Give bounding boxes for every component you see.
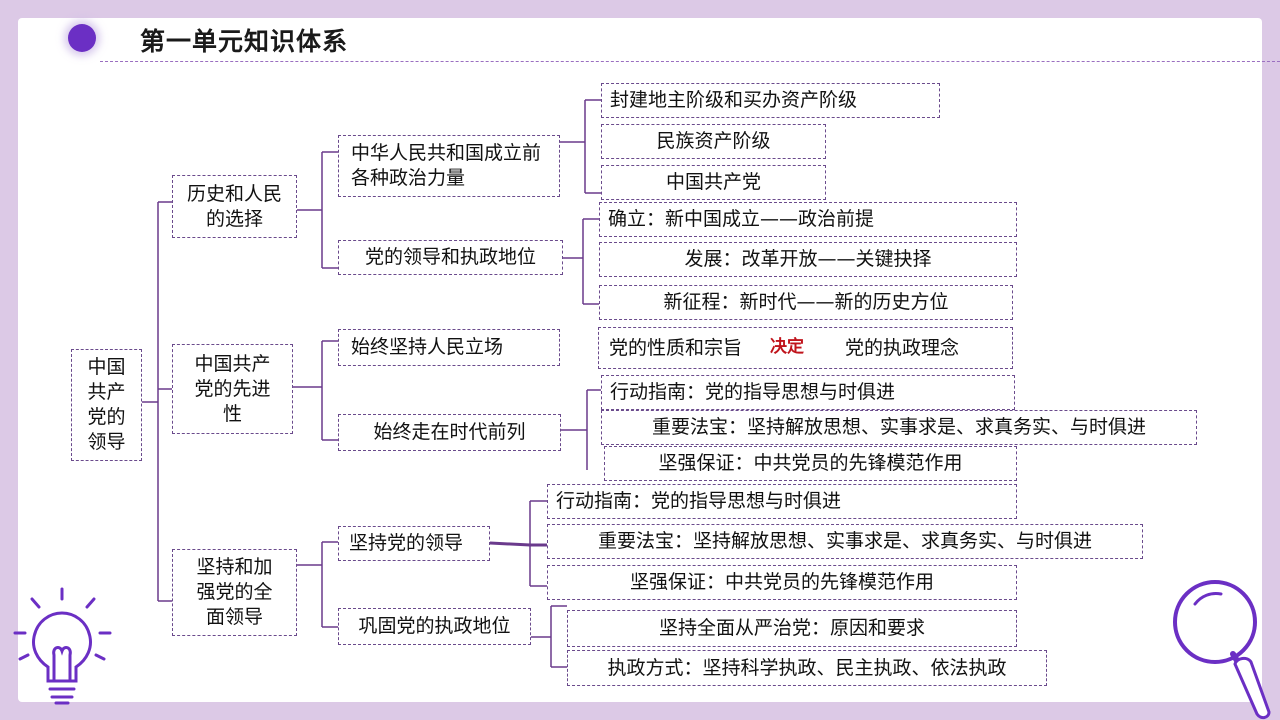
- relation-to: 党的执政理念: [845, 337, 960, 359]
- subtopic-consolidate-position: 巩固党的执政地位: [338, 608, 531, 645]
- item-strong-guarantee: 坚强保证：中共党员的先锋模范作用: [604, 446, 1017, 481]
- page-title: 第一单元知识体系: [140, 27, 349, 56]
- relation-arrow-label: 决定: [770, 337, 804, 357]
- subtopic-leading-position: 党的领导和执政地位: [338, 240, 563, 275]
- item-feudal-class: 封建地主阶级和买办资产阶级: [601, 83, 940, 118]
- item-national-bourgeoisie: 民族资产阶级: [601, 124, 826, 159]
- item-establishment: 确立：新中国成立——政治前提: [599, 202, 1017, 237]
- item-development: 发展：改革开放——关键抉择: [599, 242, 1017, 277]
- title-divider: [100, 61, 1280, 62]
- item-magic-weapon-2: 重要法宝：坚持解放思想、实事求是、求真务实、与时俱进: [547, 524, 1143, 559]
- subtopic-uphold-leadership: 坚持党的领导: [338, 526, 490, 561]
- item-strong-guarantee-2: 坚强保证：中共党员的先锋模范作用: [547, 565, 1017, 600]
- magnifier-icon: [1173, 580, 1271, 720]
- item-strict-governance: 坚持全面从严治党：原因和要求: [567, 610, 1017, 647]
- item-governance-mode: 执政方式：坚持科学执政、民主执政、依法执政: [567, 650, 1047, 686]
- branch-full-leadership: 坚持和加强党的全面领导: [172, 549, 297, 636]
- item-action-guide: 行动指南：党的指导思想与时俱进: [601, 375, 1015, 410]
- subtopic-forefront: 始终走在时代前列: [338, 414, 561, 451]
- item-cpc: 中国共产党: [601, 165, 826, 200]
- relation-box: 党的性质和宗旨 党的执政理念: [598, 327, 1013, 369]
- subtopic-political-forces: 中华人民共和国成立前各种政治力量: [338, 135, 560, 197]
- item-new-journey: 新征程：新时代——新的历史方位: [599, 285, 1013, 320]
- subtopic-people-stance: 始终坚持人民立场: [338, 329, 560, 366]
- root-node: 中国共产党的领导: [71, 349, 142, 461]
- branch-history-choice: 历史和人民的选择: [172, 175, 297, 238]
- relation-from: 党的性质和宗旨: [609, 337, 743, 359]
- item-action-guide-2: 行动指南：党的指导思想与时俱进: [547, 484, 1017, 519]
- lightbulb-icon: [13, 587, 112, 705]
- title-dot-icon: [68, 24, 96, 52]
- branch-advancement: 中国共产党的先进性: [172, 344, 293, 434]
- item-magic-weapon: 重要法宝：坚持解放思想、实事求是、求真务实、与时俱进: [601, 410, 1197, 445]
